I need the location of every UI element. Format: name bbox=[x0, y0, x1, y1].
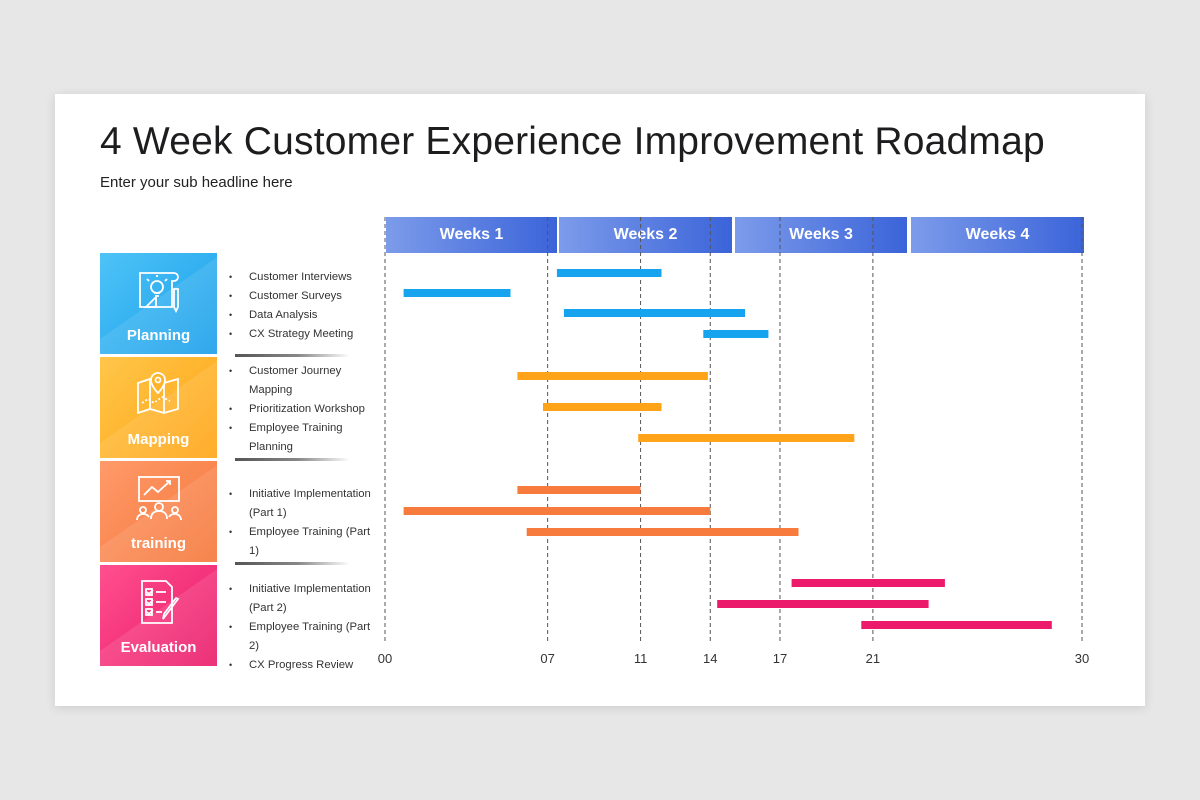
gantt-bar bbox=[403, 507, 711, 515]
week-header-label: Weeks 4 bbox=[965, 226, 1030, 243]
week-header-1: Weeks 1 bbox=[386, 217, 557, 253]
task-list-mapping: Customer Journey Mapping Prioritization … bbox=[225, 362, 375, 457]
phase-divider bbox=[235, 562, 350, 565]
x-tick-label: 17 bbox=[773, 651, 787, 666]
phase-label: training bbox=[131, 535, 186, 552]
x-tick-label: 07 bbox=[540, 651, 554, 666]
gantt-bar bbox=[861, 621, 1052, 629]
task-item: CX Strategy Meeting bbox=[225, 325, 390, 344]
task-list-planning: Customer Interviews Customer Surveys Dat… bbox=[225, 268, 390, 344]
task-item: Initiative Implementation (Part 1) bbox=[225, 485, 375, 523]
week-header-3: Weeks 3 bbox=[735, 217, 907, 253]
x-tick-label: 00 bbox=[378, 651, 392, 666]
week-header-2: Weeks 2 bbox=[559, 217, 732, 253]
map-pin-icon bbox=[137, 372, 179, 415]
phase-divider bbox=[235, 458, 350, 461]
phase-label: Planning bbox=[126, 327, 191, 344]
task-list-training: Initiative Implementation (Part 1) Emplo… bbox=[225, 485, 375, 561]
gantt-bar bbox=[703, 330, 769, 338]
gantt-bar bbox=[517, 372, 708, 380]
gantt-bar bbox=[717, 600, 929, 608]
phase-label: Evaluation bbox=[120, 639, 197, 656]
task-item: Customer Interviews bbox=[225, 268, 390, 287]
gantt-bar bbox=[791, 579, 945, 587]
task-item: Employee Training Planning bbox=[225, 419, 375, 457]
page-title: 4 Week Customer Experience Improvement R… bbox=[100, 120, 1045, 163]
gantt-bar bbox=[563, 309, 746, 317]
gantt-bar bbox=[403, 289, 511, 297]
x-tick-label: 14 bbox=[703, 651, 717, 666]
gantt-bar bbox=[517, 486, 641, 494]
task-item: Customer Journey Mapping bbox=[225, 362, 375, 400]
task-item: Employee Training (Part 1) bbox=[225, 523, 375, 561]
phase-label: Mapping bbox=[127, 431, 190, 448]
task-item: Initiative Implementation (Part 2) bbox=[225, 580, 375, 618]
phase-box-training: training bbox=[100, 461, 217, 562]
phase-box-mapping: Mapping bbox=[100, 357, 217, 458]
gantt-bar bbox=[526, 528, 799, 536]
week-header-label: Weeks 1 bbox=[439, 226, 504, 243]
page-subtitle: Enter your sub headline here bbox=[100, 174, 293, 191]
slide: 4 Week Customer Experience Improvement R… bbox=[55, 94, 1145, 706]
blueprint-lightbulb-icon bbox=[139, 272, 179, 314]
task-item: Customer Surveys bbox=[225, 287, 390, 306]
task-list-evaluation: Initiative Implementation (Part 2) Emplo… bbox=[225, 580, 375, 675]
phase-box-planning: Planning bbox=[100, 253, 217, 354]
gantt-bar bbox=[556, 269, 662, 277]
week-header-label: Weeks 3 bbox=[789, 226, 853, 243]
task-item: CX Progress Review bbox=[225, 656, 375, 675]
phase-box-evaluation: Evaluation bbox=[100, 565, 217, 666]
week-header-4: Weeks 4 bbox=[911, 217, 1084, 253]
presentation-board-icon bbox=[136, 476, 182, 521]
task-item: Employee Training (Part 2) bbox=[225, 618, 375, 656]
gantt-chart: 00 07 11 14 17 21 30 bbox=[378, 217, 1089, 666]
checklist-icon bbox=[141, 580, 180, 624]
x-tick-label: 21 bbox=[866, 651, 880, 666]
x-tick-label: 30 bbox=[1075, 651, 1089, 666]
task-item: Data Analysis bbox=[225, 306, 390, 325]
gantt-bar bbox=[638, 434, 855, 442]
x-tick-label: 11 bbox=[634, 651, 648, 666]
gantt-bar bbox=[543, 403, 662, 411]
task-item: Prioritization Workshop bbox=[225, 400, 375, 419]
phase-divider bbox=[235, 354, 350, 357]
week-header-label: Weeks 2 bbox=[613, 226, 678, 243]
